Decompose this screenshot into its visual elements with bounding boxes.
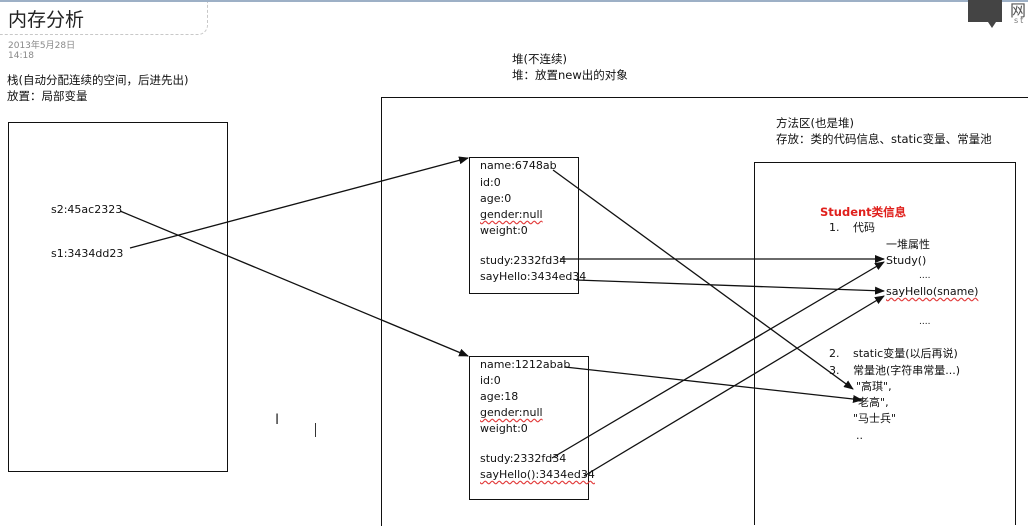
method-area-storage: 存放：类的代码信息、static变量、常量池 (776, 132, 992, 146)
title-frame (0, 2, 208, 35)
object1-field-gender: gender:null (480, 208, 543, 221)
logo-sub: st (1014, 16, 1026, 25)
logo-text: 网 (1010, 1, 1027, 20)
object1-field-weight: weight:0 (480, 224, 528, 237)
item1-number: 1. (829, 221, 840, 234)
sayhello-method-label: sayHello(sname) (886, 285, 979, 298)
heap-placement: 堆：放置new出的对象 (512, 68, 628, 82)
stack-heading: 栈(自动分配连续的空间，后进先出) (7, 73, 189, 87)
object1-field-name: name:6748ab (480, 159, 557, 172)
page-date: 2013年5月28日 (8, 41, 76, 51)
object1-method-study: study:2332fd34 (480, 254, 567, 267)
object2-field-id: id:0 (480, 374, 501, 387)
const-mashibing: "马士兵" (853, 412, 897, 425)
item3-number: 3. (829, 364, 840, 377)
item2-label: static变量(以后再说) (853, 347, 958, 360)
object1-field-id: id:0 (480, 176, 501, 189)
page-title: 内存分析 (8, 9, 85, 31)
class-info-title: Student类信息 (820, 205, 907, 219)
caret-icon (315, 423, 316, 437)
dots-2: .... (919, 317, 931, 327)
method-area-heading: 方法区(也是堆) (776, 116, 854, 130)
object2-method-study: study:2332fd34 (480, 452, 567, 465)
object2-field-weight: weight:0 (480, 422, 528, 435)
object2-field-age: age:18 (480, 390, 519, 403)
dots-3: .. (856, 429, 863, 442)
dots-1: .... (919, 271, 931, 281)
object2-method-sayhello: sayHello():3434ed34 (480, 468, 595, 481)
item2-number: 2. (829, 347, 840, 360)
heap-heading: 堆(不连续) (512, 52, 567, 66)
item1-label: 代码 (853, 221, 875, 234)
chat-bubble-icon (968, 0, 1002, 28)
attrs-label: 一堆属性 (886, 238, 930, 251)
stack-var-s2: s2:45ac2323 (51, 203, 123, 216)
stack-box (8, 122, 228, 472)
object2-field-name: name:1212abab (480, 358, 571, 371)
page-time: 14:18 (8, 51, 34, 61)
object1-method-sayhello: sayHello:3434ed34 (480, 270, 587, 283)
brand-logo: 网 st (966, 0, 1028, 32)
text-cursor-icon: I (275, 412, 280, 428)
stack-var-s1: s1:3434dd23 (51, 247, 124, 260)
const-laogao: "老高", (853, 396, 889, 409)
stack-placement: 放置：局部变量 (7, 89, 88, 103)
window-top-edge (0, 0, 1028, 2)
study-method-label: Study() (886, 254, 927, 267)
item3-label: 常量池(字符串常量...) (853, 364, 961, 377)
const-gaoqi: "高琪", (856, 380, 892, 393)
object2-field-gender: gender:null (480, 406, 543, 419)
object1-field-age: age:0 (480, 192, 512, 205)
